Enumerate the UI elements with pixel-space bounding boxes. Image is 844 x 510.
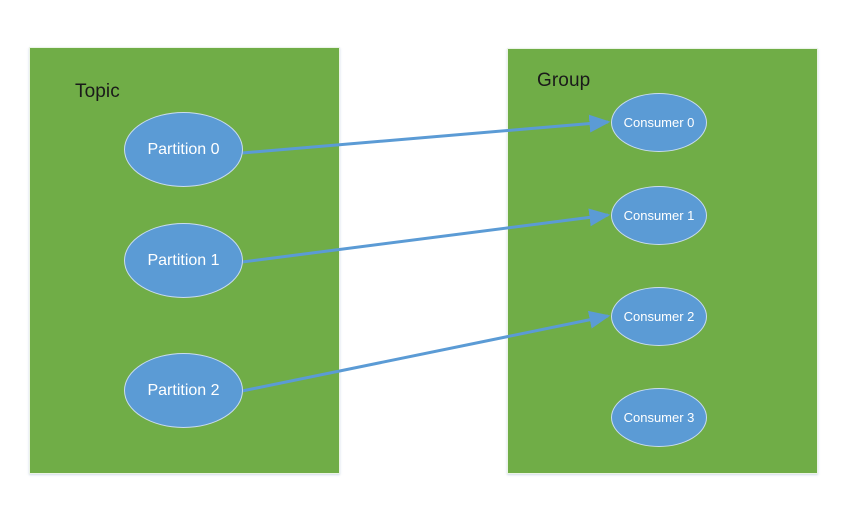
node-partition-2-label: Partition 2 bbox=[147, 381, 220, 399]
node-consumer-3-label: Consumer 3 bbox=[623, 410, 695, 425]
node-partition-1-label: Partition 1 bbox=[147, 251, 220, 269]
group-panel-title: Group bbox=[537, 70, 591, 91]
node-partition-1[interactable]: Partition 1 bbox=[124, 223, 243, 298]
node-consumer-3[interactable]: Consumer 3 bbox=[611, 388, 707, 447]
topic-panel-title: Topic bbox=[75, 81, 120, 102]
node-partition-0-label: Partition 0 bbox=[147, 140, 220, 158]
node-consumer-1[interactable]: Consumer 1 bbox=[611, 186, 707, 245]
node-partition-0[interactable]: Partition 0 bbox=[124, 112, 243, 187]
node-consumer-0[interactable]: Consumer 0 bbox=[611, 93, 707, 152]
node-consumer-2-label: Consumer 2 bbox=[623, 309, 695, 324]
node-consumer-0-label: Consumer 0 bbox=[623, 115, 695, 130]
node-partition-2[interactable]: Partition 2 bbox=[124, 353, 243, 428]
node-consumer-1-label: Consumer 1 bbox=[623, 208, 695, 223]
node-consumer-2[interactable]: Consumer 2 bbox=[611, 287, 707, 346]
